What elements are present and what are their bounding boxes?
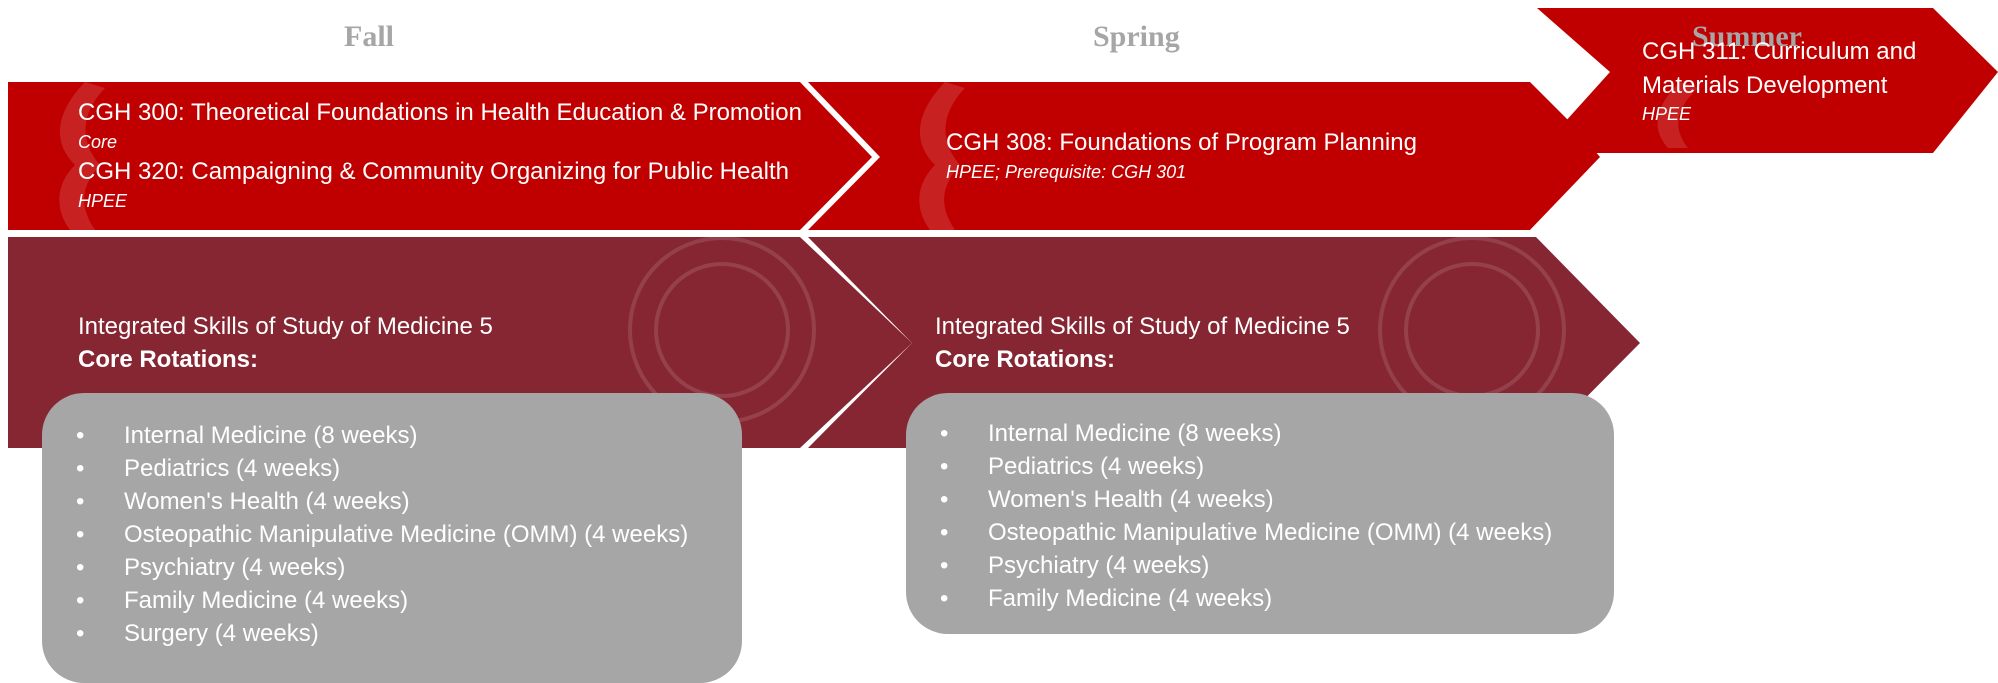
flame-watermark <box>59 82 1698 230</box>
fall-rotations-panel: •Internal Medicine (8 weeks) •Pediatrics… <box>42 393 742 683</box>
summer-course-1-note: HPEE <box>1642 104 1692 124</box>
term-spring-heading: Spring <box>1093 20 1180 53</box>
list-item: •Women's Health (4 weeks) <box>76 488 410 515</box>
list-item: •Pediatrics (4 weeks) <box>76 455 341 482</box>
fall-rotations-list: •Internal Medicine (8 weeks) •Pediatrics… <box>42 393 742 650</box>
fall-course-2-title: CGH 320: Campaigning & Community Organiz… <box>78 158 789 185</box>
spring-course-1-title: CGH 308: Foundations of Program Planning <box>946 129 1417 156</box>
summer-course-1-title-line1: CGH 311: Curriculum and <box>1642 38 1917 65</box>
term-fall-heading: Fall <box>344 20 394 53</box>
fall-course-1-title: CGH 300: Theoretical Foundations in Heal… <box>78 99 802 126</box>
list-item: •Osteopathic Manipulative Medicine (OMM)… <box>940 519 1553 546</box>
list-item: •Pediatrics (4 weeks) <box>940 453 1205 480</box>
fall-core-rotations-label: Core Rotations: <box>78 346 258 373</box>
summer-course-1-title-line2: Materials Development <box>1642 72 1888 99</box>
spring-core-rotations-label: Core Rotations: <box>935 346 1115 373</box>
list-item: •Family Medicine (4 weeks) <box>940 585 1273 612</box>
list-item: •Internal Medicine (8 weeks) <box>940 420 1282 447</box>
summer-course-arrow <box>1537 8 1998 153</box>
list-item: •Surgery (4 weeks) <box>76 620 319 647</box>
spring-rotations-list: •Internal Medicine (8 weeks) •Pediatrics… <box>906 393 1614 615</box>
list-item: •Family Medicine (4 weeks) <box>76 587 409 614</box>
list-item: •Internal Medicine (8 weeks) <box>76 422 418 449</box>
list-item: •Psychiatry (4 weeks) <box>940 552 1210 579</box>
spring-rotations-panel: •Internal Medicine (8 weeks) •Pediatrics… <box>906 393 1614 634</box>
fall-course-arrow <box>8 82 872 230</box>
fall-course-2-note: HPEE <box>78 191 128 211</box>
list-item: •Women's Health (4 weeks) <box>940 486 1274 513</box>
fall-course-1-note: Core <box>78 132 118 152</box>
spring-medicine-title: Integrated Skills of Study of Medicine 5 <box>935 313 1350 340</box>
spring-course-1-note: HPEE; Prerequisite: CGH 301 <box>946 162 1187 182</box>
fall-medicine-title: Integrated Skills of Study of Medicine 5 <box>78 313 493 340</box>
spring-course-arrow <box>808 82 1600 230</box>
term-summer-heading: Summer <box>1692 20 1802 53</box>
list-item: •Osteopathic Manipulative Medicine (OMM)… <box>76 521 689 548</box>
list-item: •Psychiatry (4 weeks) <box>76 554 346 581</box>
